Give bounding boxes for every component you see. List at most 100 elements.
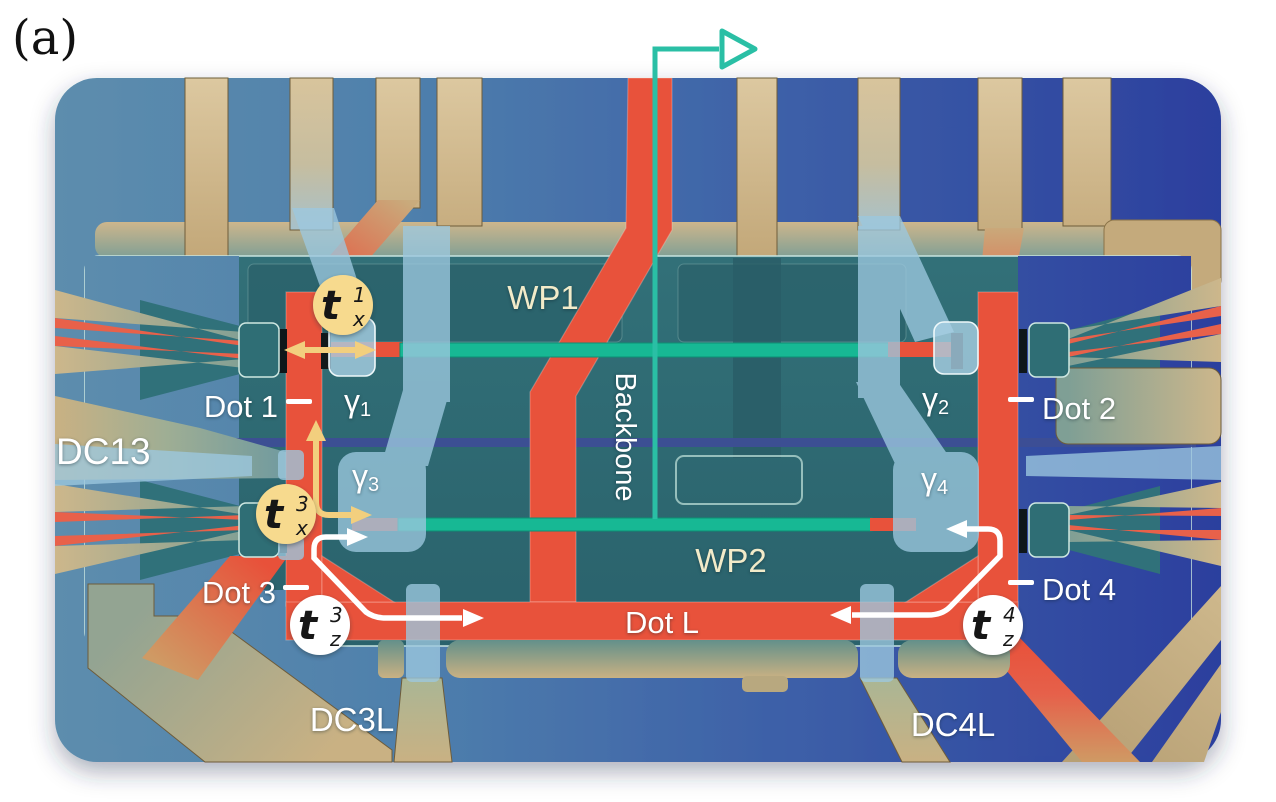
edge-leads	[55, 278, 1222, 763]
badge-tx1-sub: x	[352, 307, 365, 331]
dot2-dash	[1008, 397, 1034, 402]
tx1-arrowhead-right-icon	[355, 341, 376, 359]
dot4-contact	[1028, 502, 1070, 558]
label-dc13: DC13	[56, 431, 151, 472]
dot24-column-wire	[977, 291, 1019, 641]
gamma2-base: γ	[922, 381, 938, 417]
gold-tail	[393, 677, 453, 763]
blue-tab	[278, 450, 304, 480]
gamma1-sub: 1	[360, 399, 371, 421]
label-dot2: Dot 2	[1042, 391, 1116, 426]
label-wp2: WP2	[695, 542, 767, 579]
tx1-arrowhead-left-icon	[284, 341, 305, 359]
label-dot1: Dot 1	[204, 389, 278, 424]
dc24-blue-band	[1026, 446, 1221, 480]
label-dc3l: DC3L	[310, 701, 394, 738]
badge-tx3-circle	[256, 484, 316, 544]
dc13-blue-band	[55, 444, 252, 486]
gold-stub	[742, 676, 788, 692]
gold-finger	[977, 77, 1023, 231]
inner-gate-band	[733, 258, 781, 458]
dot4-dash	[1008, 580, 1034, 585]
dot3-dash	[283, 585, 309, 590]
tz4-arrowhead-icon	[946, 520, 967, 538]
gold-lead	[1068, 278, 1221, 339]
junction-gap	[279, 329, 287, 373]
label-dot4: Dot 4	[1042, 572, 1116, 607]
label-gamma3: γ3	[352, 458, 379, 496]
red-lead-stripe	[55, 336, 244, 359]
gold-bar-right	[1055, 367, 1222, 445]
label-wp1: WP1	[507, 279, 579, 316]
dotl-cutter	[860, 584, 894, 682]
junction-gap	[1019, 329, 1027, 373]
badge-tx3-sup: 3	[296, 492, 309, 516]
readout-arrow-line	[652, 46, 719, 80]
label-dashes	[283, 397, 1034, 590]
dotl-cutter	[406, 584, 440, 682]
badge-tz4-t: t	[971, 603, 992, 649]
tx3-arrowhead-up-icon	[306, 420, 326, 441]
bottom-gates	[378, 640, 1010, 763]
tz3-arrowhead-icon	[347, 528, 368, 546]
label-dot-l: Dot L	[625, 605, 699, 640]
red-lead-stripe	[1068, 324, 1221, 357]
gamma3-plunger	[338, 452, 426, 552]
tz3-arrowhead-icon	[463, 609, 484, 627]
gold-lead	[55, 346, 244, 374]
badge-tz4: t 4 z	[963, 595, 1023, 655]
blue-gate-lead	[381, 390, 450, 466]
gold-lead	[55, 484, 246, 515]
gold-lead	[55, 530, 246, 574]
red-lead-stripe	[1068, 306, 1221, 344]
dot1-dash	[286, 399, 312, 404]
badge-tz3: t 3 z	[290, 595, 350, 655]
gold-lead	[1068, 482, 1221, 515]
gamma4-base: γ	[921, 461, 937, 497]
tx3-arrowhead-right-icon	[351, 506, 372, 524]
label-dot3: Dot 3	[202, 575, 276, 610]
blue-gate-lead	[858, 216, 954, 342]
red-lead-stripe	[1068, 508, 1221, 520]
wire1-green	[399, 342, 891, 358]
readout-arrowhead-icon	[719, 28, 758, 70]
badge-tx3-t: t	[264, 492, 285, 538]
gold-lead	[1152, 664, 1221, 762]
labels: (a) WP1 WP2 DC13 DC3L DC4L Dot 1 Dot 3 D…	[12, 10, 1116, 743]
badge-tx3: t 3 x	[256, 484, 316, 544]
label-backbone: Backbone	[609, 373, 641, 502]
red-lead-stripe	[55, 318, 244, 346]
label-gamma2: γ2	[922, 381, 949, 419]
junction-gap	[1019, 509, 1027, 553]
gold-finger	[436, 77, 483, 227]
wp1-top-gate-bar	[95, 222, 1125, 258]
red-lead-bottomleft	[142, 556, 288, 680]
red-lead-bottomright	[978, 636, 1140, 762]
gold-lead	[55, 290, 244, 341]
tx-arrows	[284, 341, 376, 524]
dot2-contact	[1028, 322, 1070, 378]
gold-staircase-lead	[87, 583, 393, 763]
blue-gate-lead	[856, 382, 950, 470]
cutter-gates	[55, 208, 1221, 682]
tx3-arrow-line	[313, 438, 354, 518]
badge-tx3-sub: x	[295, 516, 308, 540]
gold-finger	[857, 77, 901, 231]
label-gamma1: γ1	[344, 383, 371, 421]
panel-label: (a)	[12, 10, 78, 66]
gold-finger	[375, 77, 421, 209]
gold-lead	[1068, 334, 1221, 366]
label-dc4l: DC4L	[911, 706, 995, 743]
red-lead-stripe	[55, 525, 246, 546]
badge-tz3-sup: 3	[330, 603, 343, 627]
badge-tz3-circle	[290, 595, 350, 655]
coupling-badges: t 1 x t 3 x t 3 z t 4 z	[256, 275, 1023, 655]
badge-tz4-circle	[963, 595, 1023, 655]
dc3l-bar	[446, 640, 858, 678]
gamma2-cutter-box	[933, 321, 979, 375]
dot1-contact	[238, 322, 280, 378]
depletion-line	[80, 438, 1196, 447]
tz4-arrowhead-icon	[830, 606, 851, 624]
